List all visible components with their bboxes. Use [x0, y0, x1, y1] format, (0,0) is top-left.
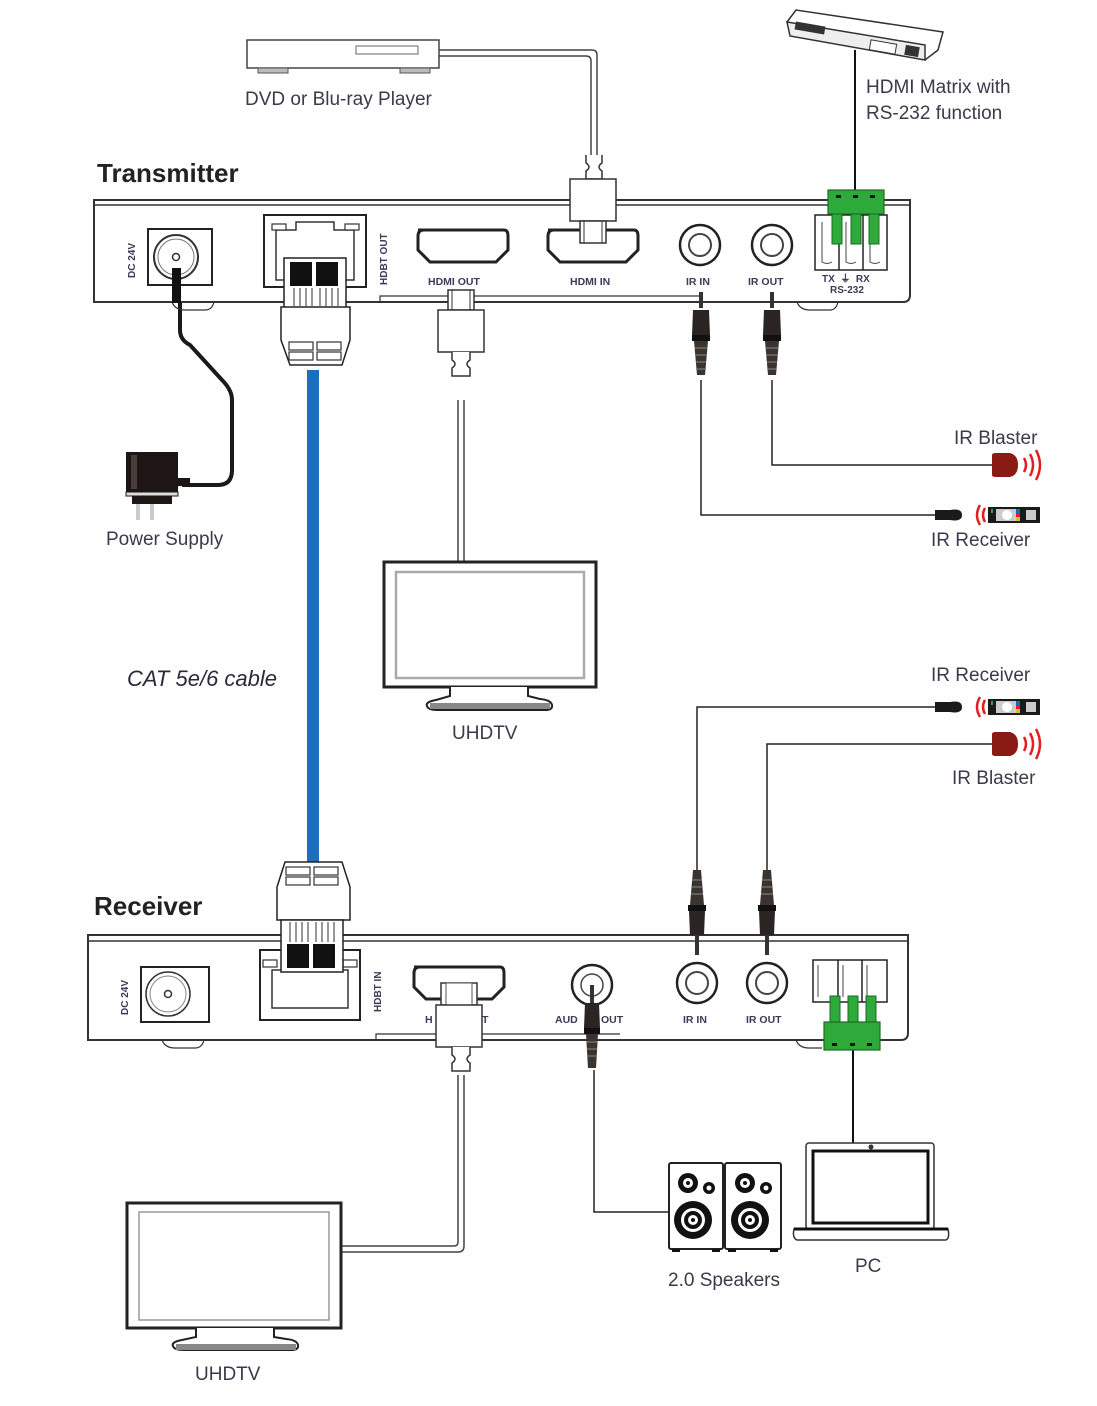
dvd-player-icon	[246, 39, 440, 74]
rx-ir-receiver-label: IR Receiver	[931, 665, 1031, 686]
hdmi-matrix-label-line1: HDMI Matrix with	[866, 77, 1011, 98]
audio-cable	[593, 1070, 668, 1213]
rx-ir-blaster-icon	[992, 728, 1042, 760]
rx-ir-in-cable	[696, 706, 935, 870]
rx-ir-in-port[interactable]	[675, 961, 719, 1005]
pc-label: PC	[855, 1256, 881, 1277]
rx-ir-in-label: IR IN	[683, 1014, 707, 1026]
tx-ir-blaster-label: IR Blaster	[954, 428, 1038, 449]
tx-hdbt-label: HDBT OUT	[379, 233, 390, 285]
rx-rs232-port[interactable]	[812, 959, 888, 1003]
rx-hdmi-out-label-left: H	[425, 1014, 433, 1026]
tx-ir-receiver-icon	[935, 504, 1040, 526]
tx-hdmi-in-label: HDMI IN	[570, 276, 610, 288]
rx-hdmi-out-label-right: T	[482, 1014, 489, 1026]
tx-ir-blaster-icon	[992, 449, 1042, 481]
tx-hdmi-tv-cable	[457, 400, 465, 562]
rx-uhdtv-icon	[125, 1201, 343, 1351]
tx-rs232-terminal-block	[827, 189, 885, 245]
tx-ir-out-port[interactable]	[750, 223, 794, 267]
tx-rj45-plug	[280, 257, 351, 366]
tx-ir-receiver-label: IR Receiver	[931, 530, 1031, 551]
rx-ir-out-cable	[766, 743, 992, 870]
rx-dc-label: DC 24V	[120, 980, 131, 1015]
rx-ir-out-port[interactable]	[745, 961, 789, 1005]
tx-uhdtv-icon	[382, 560, 598, 711]
rx-ir-out-label: IR OUT	[746, 1014, 782, 1026]
transmitter-title: Transmitter	[97, 158, 239, 188]
dvd-player-label: DVD or Blu-ray Player	[245, 89, 433, 110]
receiver-title: Receiver	[94, 891, 202, 921]
rx-dc-power-port[interactable]	[140, 966, 210, 1023]
rx-ir-in-plug	[688, 870, 706, 955]
rx-audio-out-label-right: OUT	[601, 1014, 624, 1026]
tx-hdmi-out-port[interactable]	[416, 228, 510, 264]
tx-ir-in-cable	[700, 380, 935, 516]
tx-rs232-label: RS-232	[830, 285, 864, 296]
rx-hdbt-label: HDBT IN	[373, 971, 384, 1012]
hdmi-matrix-icon	[786, 9, 944, 61]
rx-ir-blaster-label: IR Blaster	[952, 768, 1036, 789]
rx-audio-out-label-left: AUD	[555, 1014, 578, 1026]
pc-laptop-icon	[792, 1142, 950, 1241]
tx-hdmi-in-plug	[569, 155, 617, 244]
power-supply-icon	[125, 452, 190, 520]
power-cable	[178, 300, 234, 487]
hdmi-matrix-label-line2: RS-232 function	[866, 103, 1002, 124]
rx-hdmi-tv-cable	[342, 1075, 465, 1253]
power-supply-label: Power Supply	[106, 529, 224, 550]
tx-ir-in-plug	[692, 292, 710, 375]
rx-audio-plug	[584, 985, 600, 1068]
tx-dc-label: DC 24V	[127, 243, 138, 278]
speakers-icon	[668, 1162, 782, 1252]
cat-cable	[307, 370, 319, 862]
rx-uhdtv-label: UHDTV	[195, 1364, 261, 1385]
dvd-hdmi-cable	[438, 49, 598, 155]
rx-rs232-terminal-block	[823, 995, 881, 1051]
tx-uhdtv-label: UHDTV	[452, 723, 518, 744]
tx-hdmi-out-plug	[437, 289, 485, 377]
cat-cable-label: CAT 5e/6 cable	[127, 666, 277, 691]
speakers-label: 2.0 Speakers	[668, 1270, 780, 1291]
tx-hdmi-out-label: HDMI OUT	[428, 276, 480, 288]
rx-rj45-plug	[276, 861, 351, 973]
tx-rs232-pins-label: TX ⏚ RX	[822, 273, 870, 285]
tx-hdmi-in-port[interactable]	[546, 228, 640, 264]
tx-ir-out-plug	[763, 292, 781, 375]
rx-ir-out-plug	[758, 870, 776, 955]
tx-ir-in-label: IR IN	[686, 276, 710, 288]
rx-ir-receiver-icon	[935, 696, 1040, 718]
tx-dc-power-port[interactable]	[147, 228, 213, 303]
rx-hdmi-out-plug	[435, 982, 483, 1072]
tx-ir-out-cable	[771, 380, 992, 466]
tx-ir-out-label: IR OUT	[748, 276, 784, 288]
tx-ir-in-port[interactable]	[678, 223, 722, 267]
